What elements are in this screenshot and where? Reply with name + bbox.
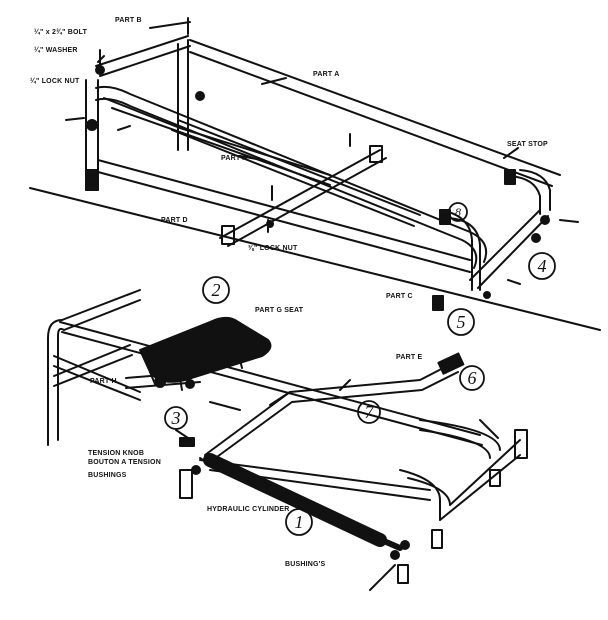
callout-8: 8 [455, 205, 461, 219]
label-seat-stop: SEAT STOP [507, 141, 548, 148]
separator-line [30, 188, 600, 330]
callout-2: 2 [211, 280, 221, 300]
label-lock-nut-bottom: ⅜" LOCK NUT [248, 245, 298, 252]
label-part-c: PART C [386, 293, 413, 300]
label-lock-nut-top: ¼" LOCK NUT [30, 78, 80, 85]
label-part-a-top: PART A [313, 71, 340, 78]
label-part-e: PART E [396, 354, 423, 361]
label-bouton-tension: BOUTON A TENSION [88, 459, 161, 466]
label-part-h: PART H [90, 378, 117, 385]
callout-3: 3 [171, 408, 181, 428]
bottom-frame-assembly [48, 290, 527, 590]
callout-circles [165, 203, 555, 535]
top-frame-assembly [66, 18, 578, 310]
label-washer: ¼" WASHER [34, 47, 78, 54]
callout-6: 6 [467, 368, 477, 388]
label-part-b: PART B [115, 17, 142, 24]
label-tension-knob: TENSION KNOB [88, 450, 145, 457]
label-hydraulic-cylinder: HYDRAULIC CYLINDER [207, 506, 290, 513]
label-part-a-mid: PART A [221, 155, 248, 162]
label-bushings-left: BUSHINGS [88, 472, 127, 479]
callout-1: 1 [294, 512, 304, 532]
label-bolt: ¼" x 2¾" BOLT [34, 29, 88, 36]
callout-4: 4 [537, 256, 547, 276]
label-part-g-seat: PART G SEAT [255, 307, 304, 314]
callout-7: 7 [364, 402, 374, 422]
callout-5: 5 [456, 312, 466, 332]
label-bushings-right: BUSHING'S [285, 561, 326, 568]
label-part-d: PART D [161, 217, 188, 224]
